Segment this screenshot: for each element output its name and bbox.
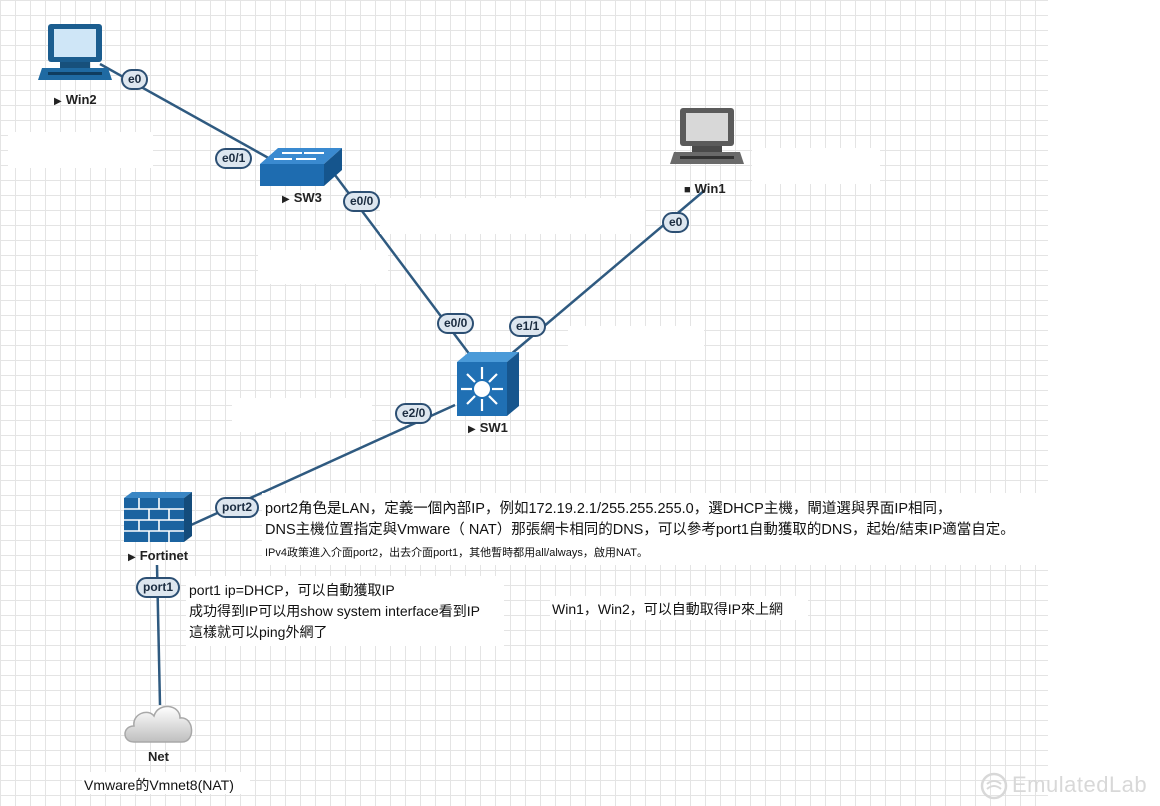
redacted-area	[8, 132, 153, 168]
port-win2-e0[interactable]: e0	[121, 69, 149, 90]
canvas-edge	[1048, 0, 1160, 806]
note-background	[262, 493, 1052, 565]
node-label-net: Net	[148, 749, 169, 764]
node-sw3[interactable]	[258, 146, 344, 188]
node-sw1[interactable]	[455, 350, 521, 418]
redacted-area	[380, 198, 645, 234]
note-port1-line2: 成功得到IP可以用show system interface看到IP	[189, 603, 480, 619]
note-port1-line3: 這樣就可以ping外網了	[189, 624, 328, 640]
node-label-fortinet: Fortinet	[128, 548, 188, 563]
note-clients: Win1，Win2，可以自動取得IP來上網	[552, 601, 784, 617]
node-label-sw3: SW3	[282, 190, 322, 205]
firewall-icon	[124, 492, 192, 542]
note-background	[82, 772, 250, 794]
port-fortinet-port1[interactable]: port1	[136, 577, 180, 598]
node-label-sw1: SW1	[468, 420, 508, 435]
redacted-area	[258, 250, 388, 284]
port-sw1-e0-0[interactable]: e0/0	[437, 313, 475, 334]
note-vmnet: Vmware的Vmnet8(NAT)	[84, 777, 234, 793]
desktop-pc-icon	[670, 108, 744, 164]
note-port2-line1: port2角色是LAN，定義一個內部IP，例如172.19.2.1/255.25…	[265, 501, 952, 517]
port-sw1-e2-0[interactable]: e2/0	[395, 403, 433, 424]
note-background	[186, 576, 504, 646]
multilayer-switch-icon	[457, 352, 519, 416]
node-win1[interactable]	[670, 106, 744, 168]
desktop-pc-icon	[38, 24, 112, 80]
note-port2-line2: DNS主機位置指定與Vmware（ NAT）那張網卡相同的DNS，可以參考por…	[265, 522, 1015, 538]
port-win1-e0[interactable]: e0	[662, 212, 690, 233]
switch-icon	[260, 148, 342, 186]
note-port1-line1: port1 ip=DHCP，可以自動獲取IP	[189, 582, 395, 598]
port-sw1-e1-1[interactable]: e1/1	[509, 316, 547, 337]
redacted-area	[752, 148, 880, 184]
note-policy: IPv4政策進入介面port2，出去介面port1，其他暫時都用all/alwa…	[265, 547, 649, 559]
node-label-win2: Win2	[54, 92, 97, 107]
redacted-area	[232, 398, 372, 432]
node-win2[interactable]	[38, 22, 112, 84]
cloud-icon	[124, 705, 193, 743]
watermark-text: EmulatedLab	[1012, 772, 1148, 797]
node-net[interactable]	[120, 700, 198, 746]
emulatedlab-logo-icon	[980, 772, 1008, 800]
node-fortinet[interactable]	[122, 490, 194, 544]
redacted-area	[568, 326, 704, 360]
port-sw3-e0-1[interactable]: e0/1	[215, 148, 253, 169]
port-fortinet-port2[interactable]: port2	[215, 497, 259, 518]
note-background	[550, 596, 808, 620]
node-label-win1: Win1	[684, 181, 726, 196]
port-sw3-e0-0[interactable]: e0/0	[343, 191, 381, 212]
